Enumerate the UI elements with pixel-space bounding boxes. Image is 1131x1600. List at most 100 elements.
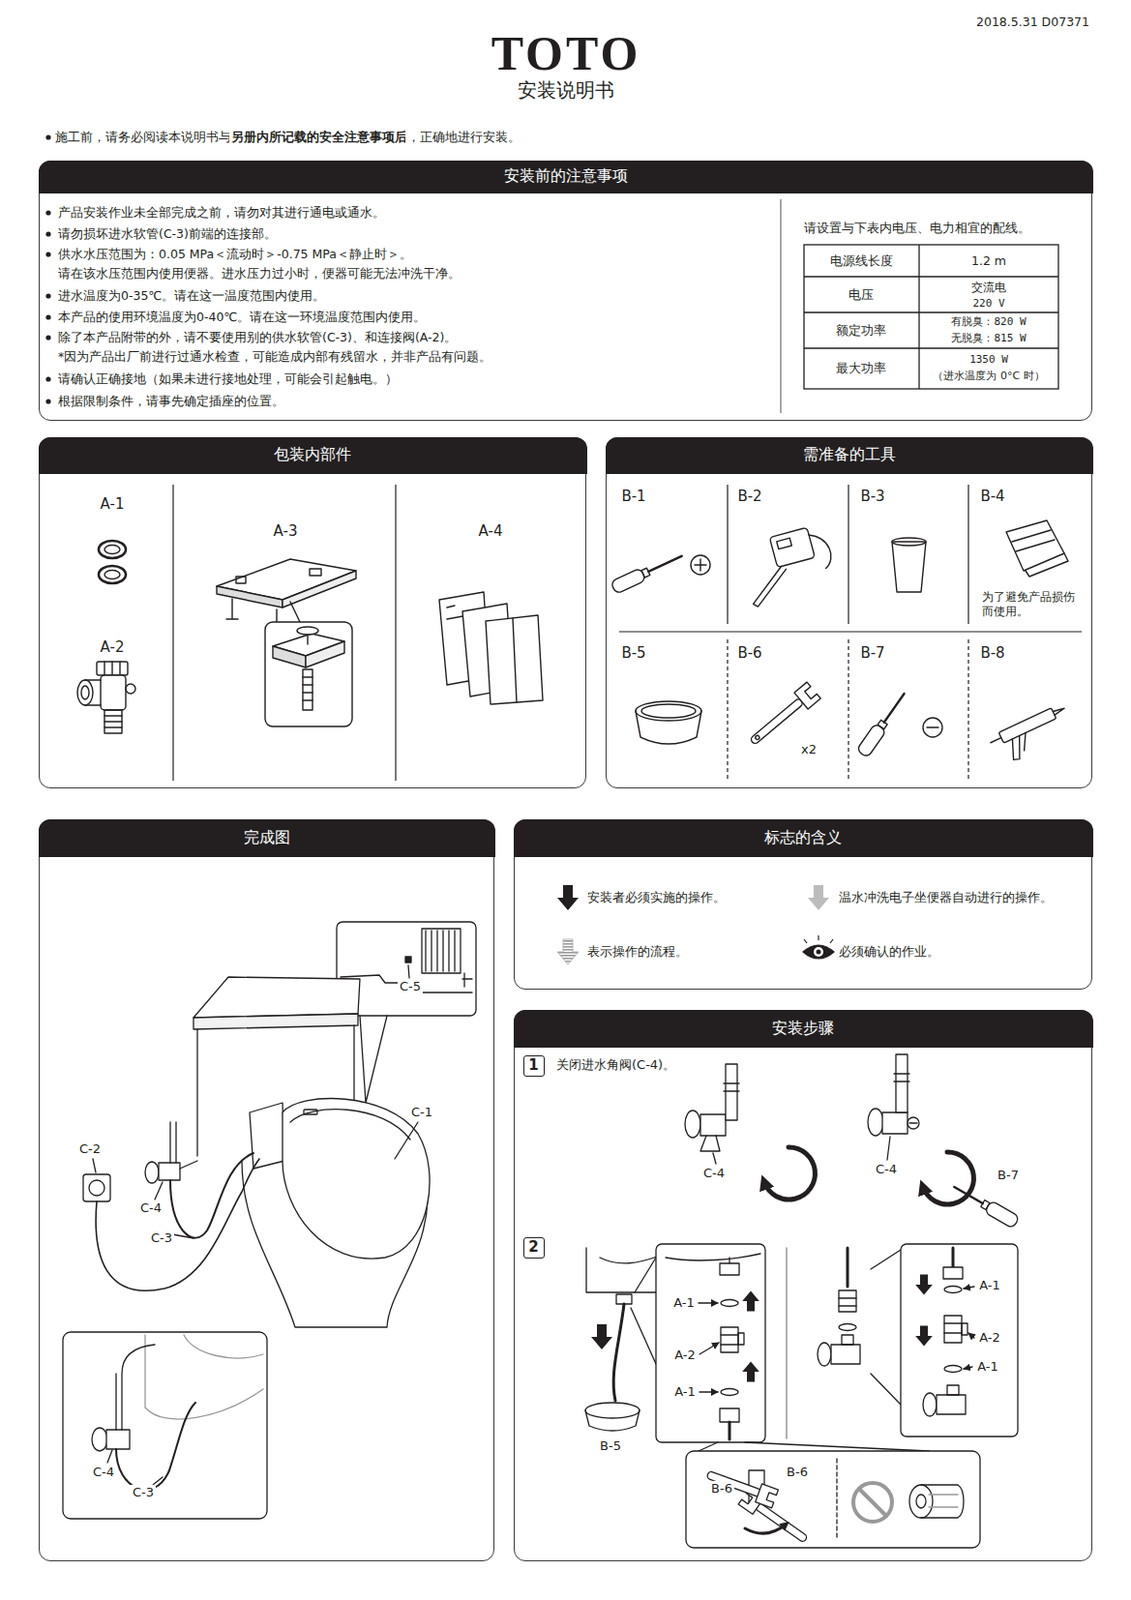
toilet-drawing: [152, 1477, 163, 1486]
step-drawing: [909, 1122, 918, 1124]
step-drawing: [719, 1263, 740, 1276]
step-drawing: [585, 1402, 640, 1419]
bullet-dot: [45, 314, 51, 320]
callout-label: C-5: [397, 979, 423, 995]
part-drawing: [111, 661, 113, 676]
tool-drawing: [794, 682, 821, 710]
toilet-drawing: [183, 1335, 264, 1359]
step-drawing: [785, 1248, 787, 1439]
step-drawing: [838, 1298, 857, 1307]
step-drawing: [922, 1152, 974, 1205]
tool-drawing: [884, 693, 905, 722]
tool-drawing: [998, 708, 1056, 744]
section-title: 安装前的注意事项: [504, 166, 628, 187]
step-drawing: [882, 1112, 908, 1134]
part-drawing: [297, 626, 319, 635]
step-drawing: [963, 1286, 975, 1289]
step-drawing: [698, 1442, 929, 1452]
table-cell: 1350 W: [967, 353, 1011, 367]
part-drawing: [85, 680, 101, 706]
step-drawing: [915, 1275, 933, 1296]
step-drawing: [961, 1323, 968, 1336]
table-grid: [918, 244, 920, 389]
step-drawing: [655, 1244, 766, 1443]
callout-label: B-6: [709, 1481, 735, 1497]
part-drawing: [81, 685, 90, 700]
toilet-drawing: [92, 1159, 96, 1173]
step-drawing: [838, 1324, 857, 1332]
table-grid: [803, 244, 1059, 389]
toilet-drawing: [95, 1159, 260, 1291]
section-panel: 包装内部件: [38, 437, 587, 789]
part-drawing: [216, 586, 283, 608]
part-drawing: [104, 715, 122, 728]
table-cell: 电压: [846, 287, 876, 303]
step-drawing: [944, 1286, 962, 1294]
cell-divider: [172, 484, 174, 781]
toilet-drawing: [249, 1102, 285, 1169]
step-drawing: [968, 1333, 975, 1339]
callout-label: C-3: [148, 1230, 175, 1247]
cell-divider: [847, 484, 849, 625]
table-cell: 额定功率: [833, 323, 889, 339]
section-header-band: 需准备的工具: [605, 437, 1094, 475]
callout-label: C-4: [701, 1165, 727, 1182]
section-header-band: 包装内部件: [38, 437, 588, 475]
tool-drawing: [987, 703, 1075, 768]
toilet-drawing: [116, 1402, 196, 1490]
part-drawing: [98, 565, 126, 584]
note-text: *因为产品出厂前进行过通水检查，可能造成内部有残留水，并非产品有问题。: [56, 349, 494, 365]
toilet-drawing: [89, 1180, 105, 1196]
step-drawing: [853, 1483, 893, 1522]
tool-label: B-6: [735, 644, 764, 663]
bullet-dot: [45, 231, 51, 237]
step-drawing: [944, 1323, 962, 1334]
toilet-drawing: [462, 973, 473, 987]
intro-text: 施工前，请务必阅读本说明书与: [53, 129, 234, 146]
tool-drawing: [776, 537, 793, 549]
step-drawing: [841, 1335, 854, 1345]
cell-divider: [394, 484, 396, 781]
step-number-box: 1: [523, 1055, 545, 1077]
brand-logo: TOTO: [489, 23, 644, 85]
step-drawing: [585, 1054, 1020, 1548]
table-cell: （进水温度为 0°C 时）: [930, 369, 1046, 384]
step-drawing: [698, 1302, 718, 1304]
tool-drawing: [1011, 530, 1069, 577]
step-drawing: [685, 1451, 981, 1548]
legend-symbol: [557, 885, 579, 911]
step-drawing: [944, 1315, 962, 1343]
step-drawing: [953, 1187, 983, 1204]
bullet-dot: [45, 334, 51, 340]
step-drawing: [947, 1385, 959, 1396]
note-text: 请在该水压范围内使用便器。进水压力过小时，便器可能无法冲洗干净。: [56, 266, 463, 282]
toilet-drawing: [154, 1182, 163, 1200]
step-drawing: [723, 1083, 740, 1092]
table-grid: [803, 347, 1059, 349]
step-drawing: [699, 1391, 718, 1393]
toilet-drawing: [408, 965, 410, 979]
step-drawing: [742, 1362, 760, 1383]
table-cell: 最大功率: [833, 360, 889, 377]
note-text: 本产品的使用环境温度为0-40℃。请在这一环境温度范围内使用。: [56, 309, 428, 326]
tool-drawing: [635, 701, 702, 721]
legend-symbol: [803, 945, 834, 959]
step-drawing: [585, 1410, 640, 1431]
step-drawing: [916, 1494, 926, 1509]
tool-drawing: [610, 567, 647, 595]
callout-label: C-1: [409, 1104, 435, 1121]
step-drawing: [983, 1200, 1019, 1229]
tool-drawing: [892, 541, 926, 593]
part-drawing: [125, 684, 136, 694]
tool-drawing: [610, 549, 685, 595]
step-drawing: [700, 1135, 720, 1152]
table-grid: [779, 199, 781, 414]
legend-text: 安装者必须实施的操作。: [585, 890, 728, 906]
step-drawing: [742, 1362, 760, 1383]
callout-label: C-2: [77, 1141, 103, 1158]
part-drawing: [236, 576, 246, 584]
cell-divider: [967, 639, 969, 781]
callout-label: B-7: [995, 1167, 1021, 1184]
step-drawing: [838, 1290, 857, 1312]
